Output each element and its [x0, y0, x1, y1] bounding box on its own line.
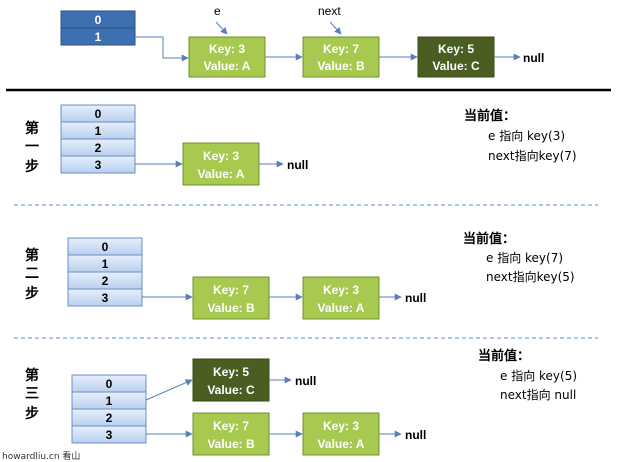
svg-text:3: 3	[95, 158, 102, 172]
svg-text:Key: 5: Key: 5	[213, 365, 249, 379]
step-3-label-1: 第	[25, 367, 39, 384]
step-3-bucket-table: 0 1 2 3	[71, 374, 147, 444]
step-3-label-2: 三	[25, 386, 39, 402]
watermark: howardliu.cn 看山	[2, 450, 80, 462]
svg-text:0: 0	[95, 107, 102, 121]
step-3-info-line-1: e 指向 key(5)	[500, 368, 577, 383]
top-bucket-1: 1	[95, 30, 102, 44]
step-2-node-1: Key: 7 Value: B	[192, 276, 270, 320]
svg-text:3: 3	[102, 291, 109, 305]
step-1-bucket-table: 0 1 2 3	[60, 104, 136, 174]
step-2-info-line-1: e 指向 key(7)	[486, 250, 563, 265]
step-1-label-3: 步	[25, 158, 39, 175]
svg-text:Key: 3: Key: 3	[323, 283, 359, 297]
pointer-e-label: e	[214, 4, 221, 18]
svg-text:Value: C: Value: C	[432, 59, 480, 73]
svg-text:Key: 3: Key: 3	[209, 42, 245, 56]
step-1-info-line-2: next指向key(7)	[488, 148, 577, 163]
svg-text:Key: 3: Key: 3	[203, 149, 239, 163]
svg-text:1: 1	[95, 124, 102, 138]
step-1: 第 一 步 0 1 2 3 Key: 3 Value: A null 当前值： …	[25, 104, 577, 186]
step-2-label-2: 二	[25, 266, 39, 282]
svg-text:0: 0	[102, 240, 109, 254]
svg-text:2: 2	[106, 411, 113, 425]
svg-text:3: 3	[106, 428, 113, 442]
step-3-upper-node: Key: 5 Value: C	[192, 358, 270, 402]
svg-text:0: 0	[106, 377, 113, 391]
step-3-lower-node-2: Key: 3 Value: A	[302, 412, 380, 456]
svg-text:Value: A: Value: A	[318, 437, 365, 451]
svg-text:Key: 7: Key: 7	[213, 419, 249, 433]
step-1-null: null	[287, 158, 308, 172]
step-3-info-title: 当前值：	[478, 348, 530, 364]
step-1-label-1: 第	[25, 120, 39, 137]
step-1-node-1: Key: 3 Value: A	[182, 142, 260, 186]
top-section: 0 1 e next Key: 3 Value: A Key: 7 Value:…	[60, 4, 544, 78]
pointer-next-label: next	[318, 4, 341, 18]
top-bucket-arrow	[135, 36, 189, 62]
svg-text:Key: 7: Key: 7	[213, 283, 249, 297]
step-3-upper-null: null	[295, 374, 316, 388]
step-3-label-3: 步	[25, 405, 39, 422]
svg-text:2: 2	[95, 141, 102, 155]
step-2-label-1: 第	[25, 247, 39, 264]
pointer-e-arrow	[215, 21, 228, 35]
svg-text:1: 1	[106, 394, 113, 408]
svg-text:Value: A: Value: A	[204, 59, 251, 73]
pointer-next-arrow	[329, 21, 342, 35]
top-null: null	[523, 51, 544, 65]
step-2: 第 二 步 0 1 2 3 Key: 7 Value: B Key: 3 Val…	[25, 231, 575, 320]
svg-text:Value: A: Value: A	[198, 167, 245, 181]
svg-text:Key: 3: Key: 3	[323, 419, 359, 433]
svg-text:1: 1	[102, 257, 109, 271]
top-node-3: Key: 5 Value: C	[417, 36, 495, 78]
step-2-info-line-2: next指向key(5)	[486, 269, 575, 284]
step-1-info-line-1: e 指向 key(3)	[488, 128, 565, 143]
step-2-bucket-table: 0 1 2 3	[67, 237, 143, 307]
step-3-info-line-2: next指向 null	[500, 387, 576, 402]
top-bucket-table: 0 1	[60, 10, 136, 46]
top-node-1: Key: 3 Value: A	[188, 36, 266, 78]
step-2-info-title: 当前值：	[463, 231, 515, 247]
svg-text:Value: A: Value: A	[318, 301, 365, 315]
svg-text:2: 2	[102, 274, 109, 288]
step-1-label-2: 一	[25, 139, 39, 155]
step-3: 第 三 步 0 1 2 3 Key: 5 Value: C null Key: …	[25, 348, 577, 456]
step-2-node-2: Key: 3 Value: A	[302, 276, 380, 320]
svg-text:Value: C: Value: C	[207, 383, 255, 397]
svg-text:Value: B: Value: B	[207, 437, 255, 451]
svg-text:Value: B: Value: B	[317, 59, 365, 73]
step-3-bucket-1-arrow	[145, 379, 193, 401]
step-1-info-title: 当前值：	[464, 108, 516, 124]
step-3-lower-null: null	[405, 428, 426, 442]
top-bucket-0: 0	[95, 13, 102, 27]
step-2-label-3: 步	[25, 285, 39, 302]
svg-text:Key: 7: Key: 7	[323, 42, 359, 56]
top-node-2: Key: 7 Value: B	[302, 36, 380, 78]
svg-text:Key: 5: Key: 5	[438, 42, 474, 56]
svg-text:Value: B: Value: B	[207, 301, 255, 315]
step-3-lower-node-1: Key: 7 Value: B	[192, 412, 270, 456]
step-2-null: null	[405, 291, 426, 305]
